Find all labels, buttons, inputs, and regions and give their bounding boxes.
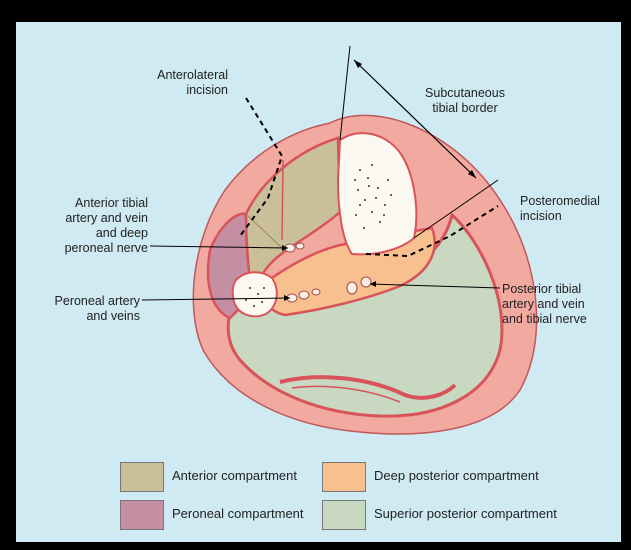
legend-swatch-peroneal (120, 500, 164, 530)
legend-swatch-anterior (120, 462, 164, 492)
legend-label-peroneal: Peroneal compartment (172, 500, 304, 528)
legend-label-deep-posterior: Deep posterior compartment (374, 462, 539, 490)
fibula-bone (233, 272, 277, 316)
legend-label-superior-posterior: Superior posterior compartment (374, 500, 557, 528)
legend-swatch-superior-posterior (322, 500, 366, 530)
legend-label-anterior: Anterior compartment (172, 462, 297, 490)
legend-swatch-deep-posterior (322, 462, 366, 492)
